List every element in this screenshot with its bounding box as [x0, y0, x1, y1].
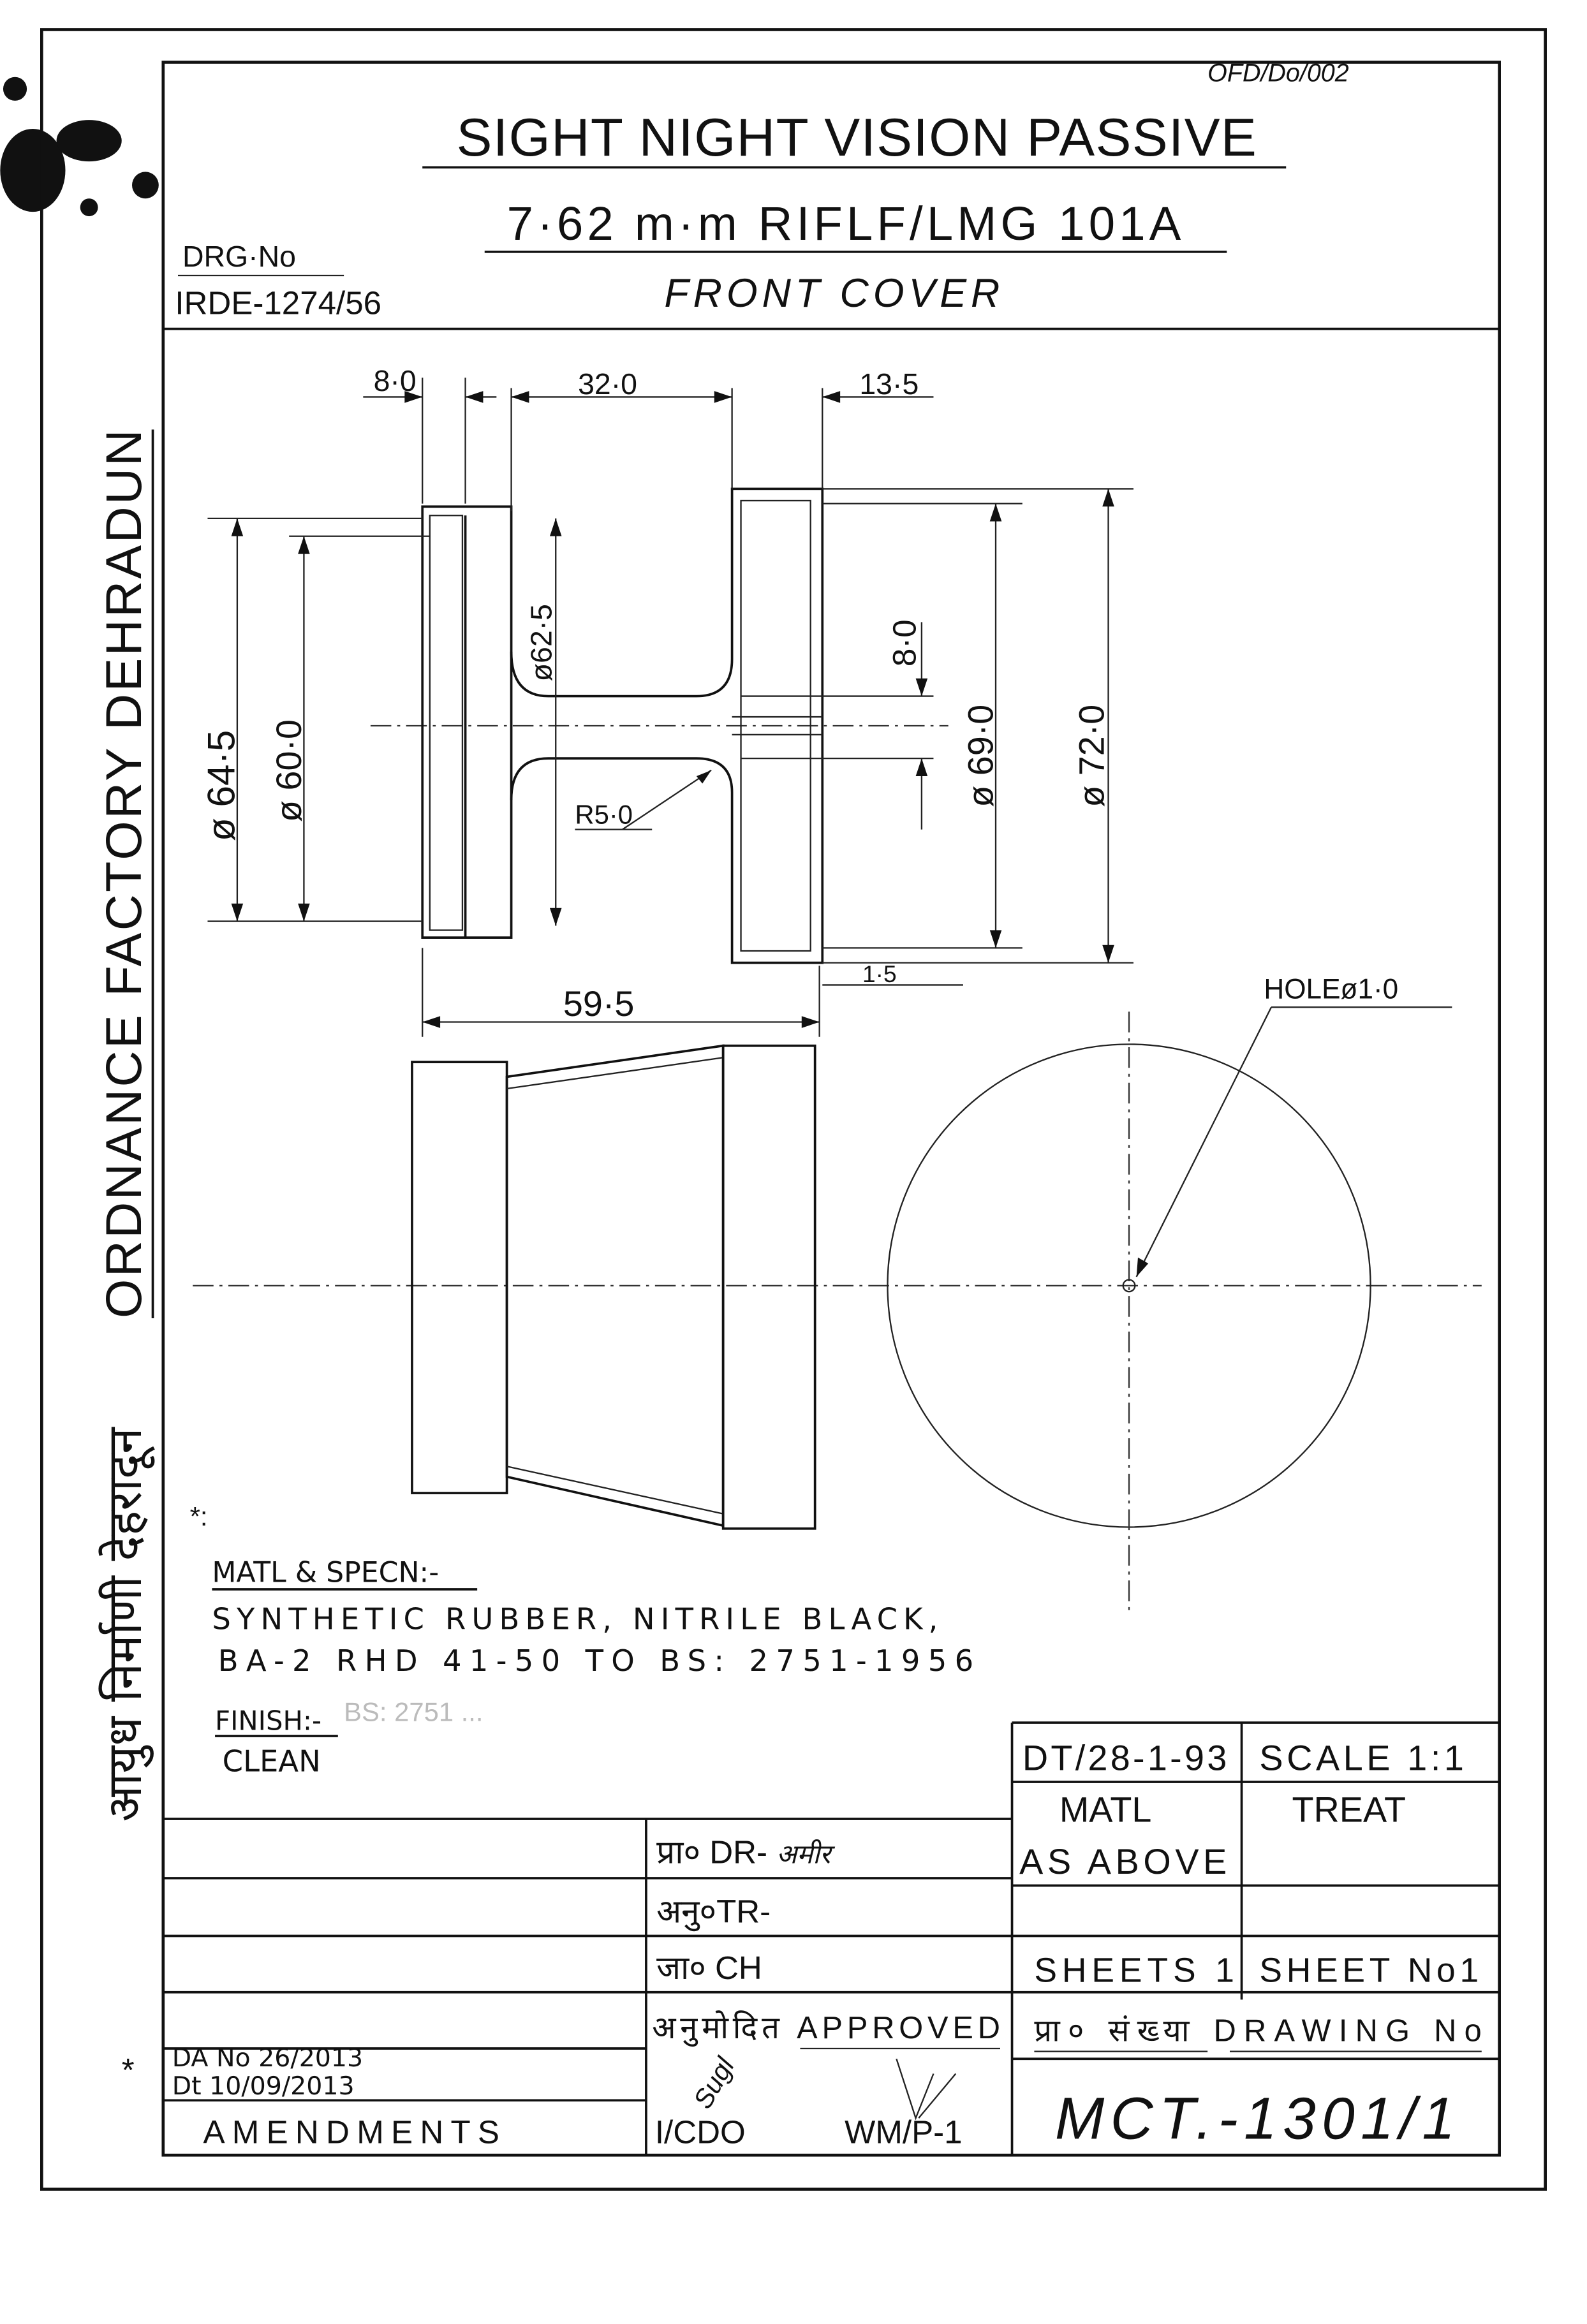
dim-dia-72-0: ø 72·0: [1072, 705, 1112, 807]
section-view: [207, 378, 1134, 1037]
hole-callout: HOLEø1·0: [1264, 973, 1398, 1004]
amendment-da-number: DA No 26/2013: [172, 2043, 363, 2073]
drawn-signature: अमीर: [776, 1839, 836, 1869]
drg-no-value: IRDE-1274/56: [175, 284, 381, 321]
approved-label: अनुमोदित APPROVED: [652, 2010, 1000, 2047]
approver-mark: [896, 2058, 957, 2121]
ink-blot: [0, 77, 159, 217]
finish-value: CLEAN: [223, 1744, 321, 1779]
reference-number: OFD/Do/002: [1207, 59, 1349, 87]
dim-step-8-0: 8·0: [887, 619, 923, 666]
drawing-no-label: प्रा० संख्या DRAWING No: [1034, 2013, 1481, 2048]
matl-label: MATL: [1059, 1790, 1151, 1830]
amendment-star: *: [122, 2052, 135, 2088]
dim-overall-length: 59·5: [563, 984, 635, 1024]
drawing-number: MCT.-1301/1: [1055, 2085, 1455, 2152]
dim-hub-length: 32·0: [578, 367, 637, 401]
traced-by: अनु०TR-: [656, 1894, 771, 1932]
matl-spec-line-2: BA-2 RHD 41-50 TO BS: 2751-1956: [218, 1644, 973, 1678]
finish-heading: FINISH:-: [215, 1705, 321, 1737]
amendments-label: AMENDMENTS: [203, 2114, 499, 2151]
dim-flange-width: 8·0: [374, 364, 417, 397]
finish-faded-text: BS: 2751 ...: [344, 1697, 483, 1727]
sheet-number: SHEET No1: [1259, 1952, 1479, 1990]
side-label-hindi: आयुध निर्माणी देहरादून: [97, 1427, 155, 1822]
checked-by: जा० CH: [656, 1950, 762, 1986]
note-asterisk: *:: [190, 1501, 208, 1531]
sheets-count: SHEETS 1: [1034, 1952, 1234, 1990]
drg-no-label: DRG·No: [182, 240, 296, 273]
drawn-label: प्रा० DR-: [656, 1834, 776, 1871]
inner-border: [161, 61, 1501, 2157]
amendment-date: Dt 10/09/2013: [172, 2071, 355, 2101]
approver-signature: Sugl: [688, 2052, 741, 2114]
dim-rear-flange: 13·5: [859, 367, 919, 401]
outer-border: [40, 28, 1547, 2191]
side-label-english: ORDNANCE FACTORY DEHRADUN: [96, 430, 152, 1318]
approver-2: WM/P-1: [845, 2114, 962, 2151]
drawing-date: DT/28-1-93: [1022, 1738, 1227, 1777]
drawing-title: SIGHT NIGHT VISION PASSIVE: [457, 107, 1257, 167]
matl-spec-line-1: SYNTHETIC RUBBER, NITRILE BLACK,: [212, 1602, 938, 1636]
approver-1: I/CDO: [655, 2114, 746, 2151]
part-name: FRONT COVER: [664, 271, 1004, 316]
dim-dia-62-5: ø62·5: [524, 604, 557, 681]
side-view: [193, 1044, 1482, 1530]
weapon-designation: 7·62 m·m RIFLF/LMG 101A: [507, 197, 1181, 250]
dim-dia-64-5: ø 64·5: [199, 730, 242, 842]
front-view-circle: [887, 1006, 1452, 1615]
title-block-grid: [163, 1721, 1500, 2156]
matl-spec-heading: MATL & SPECN:-: [212, 1556, 439, 1589]
drawing-scale: SCALE 1:1: [1259, 1738, 1464, 1777]
dim-dia-69-0: ø 69·0: [961, 705, 1000, 807]
drawn-by: प्रा० DR- अमीर: [656, 1834, 836, 1871]
dim-dia-60-0: ø 60·0: [269, 719, 309, 822]
matl-value: AS ABOVE: [1019, 1842, 1227, 1881]
treat-label: TREAT: [1292, 1790, 1406, 1830]
dim-wall: 1·5: [862, 960, 897, 987]
dim-radius: R5·0: [575, 799, 633, 829]
